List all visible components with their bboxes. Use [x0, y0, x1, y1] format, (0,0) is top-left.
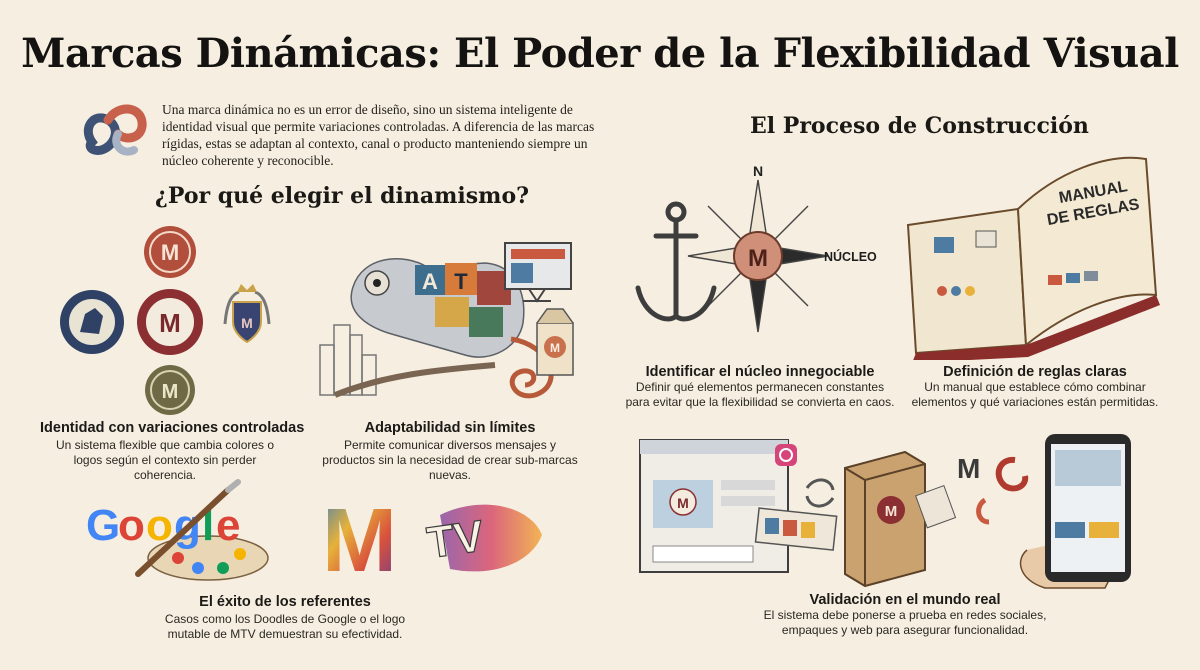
left-item-3-title: El éxito de los referentes	[199, 594, 371, 610]
refresh-icon	[805, 478, 835, 508]
right-item-2-title: Definición de reglas claras	[943, 364, 1127, 380]
svg-text:N: N	[753, 163, 763, 179]
crest-shield-icon: M	[223, 284, 271, 344]
svg-text:M: M	[677, 495, 689, 511]
left-item-3-desc: Casos como los Doodles de Google o el lo…	[164, 612, 406, 641]
right-item-2-desc: Un manual que establece cómo combinar el…	[911, 380, 1159, 409]
validation-illustration: M M M	[639, 434, 1131, 589]
palette-icon	[147, 535, 269, 581]
svg-text:M: M	[322, 491, 397, 585]
knot-logo-icon	[83, 104, 147, 156]
seal-bottom-icon: M	[145, 365, 195, 415]
svg-text:M: M	[550, 341, 560, 355]
intro-paragraph: Una marca dinámica no es un error de dis…	[162, 102, 595, 168]
right-item-1-title: Identificar el núcleo innegociable	[645, 364, 875, 380]
seals-illustration: M M M M	[60, 226, 271, 415]
right-item-3-desc: El sistema debe ponerse a prueba en rede…	[763, 608, 1047, 637]
browser-window-icon: M	[639, 439, 789, 573]
compass-anchor-illustration: N M NÚCLEO	[635, 163, 877, 333]
monitor-icon	[504, 242, 572, 303]
svg-text:M: M	[241, 315, 253, 331]
seal-left-icon	[60, 290, 124, 354]
nucleus-seal-icon	[733, 231, 783, 281]
seal-center-icon: M	[137, 289, 203, 355]
svg-text:T: T	[454, 269, 468, 294]
left-item-1-title: Identidad con variaciones controladas	[40, 420, 305, 436]
svg-text:M: M	[748, 245, 768, 272]
instagram-icon	[775, 444, 797, 466]
city-skyline-icon	[319, 324, 377, 396]
svg-text:M: M	[159, 308, 181, 338]
paint-swirl	[440, 504, 542, 572]
svg-text:M: M	[885, 503, 898, 520]
rules-manual-illustration: MANUAL DE REGLAS	[906, 156, 1160, 360]
smartphone-icon	[1019, 434, 1131, 589]
chameleon-illustration: A T M	[319, 242, 574, 399]
right-item-3-title: Validación en el mundo real	[809, 592, 1001, 608]
svg-text:o: o	[118, 501, 145, 550]
right-item-1-desc: Definir qué elementos permanecen constan…	[625, 380, 895, 409]
color-swatch-card	[754, 507, 838, 551]
nucleus-label: NÚCLEO	[824, 249, 877, 264]
page-title: Marcas Dinámicas: El Poder de la Flexibi…	[21, 30, 1179, 77]
product-box-icon: M	[844, 450, 957, 588]
left-item-2-title: Adaptabilidad sin límites	[364, 420, 536, 436]
svg-text:TV: TV	[424, 511, 487, 567]
left-item-1-desc: Un sistema flexible que cambia colores o…	[55, 438, 275, 482]
svg-text:M: M	[162, 381, 179, 403]
anchor-icon	[635, 201, 717, 322]
svg-text:M: M	[161, 240, 179, 265]
left-section-heading: ¿Por qué elegir el dinamismo?	[155, 183, 530, 209]
left-item-2-desc: Permite comunicar diversos mensajes y pr…	[322, 438, 578, 482]
branch	[333, 362, 496, 398]
svg-text:e: e	[216, 501, 240, 550]
svg-text:M: M	[957, 453, 980, 484]
right-section-heading: El Proceso de Construcción	[750, 113, 1089, 139]
svg-text:A: A	[422, 269, 438, 294]
svg-text:G: G	[86, 501, 120, 550]
milk-carton-icon: M	[536, 308, 574, 376]
mtv-logo-illustration: M TV	[322, 491, 542, 585]
seal-top-icon: M	[144, 226, 196, 278]
paintbrush-icon	[135, 487, 231, 577]
google-doodle-illustration: G o o g l e	[86, 479, 269, 581]
